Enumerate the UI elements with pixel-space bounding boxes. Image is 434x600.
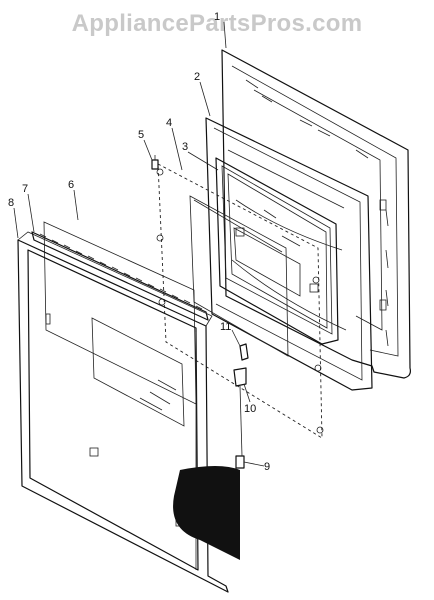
callout-2: 2 — [194, 71, 200, 83]
callout-6: 6 — [68, 179, 74, 191]
part-3-inner-glass — [215, 157, 339, 345]
callout-9: 9 — [264, 461, 270, 473]
callout-11: 11 — [220, 321, 231, 333]
shadow-region — [173, 466, 240, 560]
part-4-window-bracket — [156, 163, 324, 439]
watermark: AppliancePartsPros.com — [71, 10, 363, 37]
callout-1: 1 — [214, 11, 220, 23]
part-1-inner-door-panel — [221, 49, 411, 379]
callout-labels: 1 2 3 4 5 6 7 8 9 10 11 — [8, 11, 270, 473]
part-9-hinge — [235, 455, 245, 469]
callout-10: 10 — [244, 403, 256, 415]
part-11-screw — [239, 343, 249, 361]
callout-8: 8 — [8, 197, 14, 209]
part-10-hinge-clip — [233, 367, 247, 457]
callout-3: 3 — [182, 141, 188, 153]
part-5-screw — [151, 155, 159, 170]
part-2-glass-frame — [205, 117, 373, 391]
leader-lines — [13, 21, 265, 467]
callout-4: 4 — [166, 117, 172, 129]
callout-5: 5 — [138, 129, 144, 141]
part-6-outer-glass — [43, 221, 197, 427]
part-7-vent-trim — [31, 231, 209, 321]
callout-7: 7 — [22, 183, 28, 195]
